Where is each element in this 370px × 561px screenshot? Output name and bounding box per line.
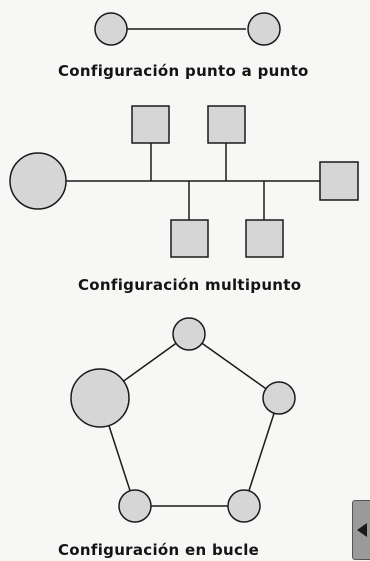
corner-scroll-button[interactable]	[352, 500, 370, 560]
multipoint-station-top-1	[131, 105, 170, 144]
loop-node-primary	[70, 368, 130, 428]
loop-node-bottom-left	[118, 489, 152, 523]
multipoint-station-bottom-2	[245, 219, 284, 258]
multipoint-station-bottom-1	[170, 219, 209, 258]
multipoint-station-right	[319, 161, 359, 201]
caption-loop: Configuración en bucle	[58, 541, 260, 559]
multipoint-station-top-2	[207, 105, 246, 144]
loop-node-top	[172, 317, 206, 351]
arrow-left-icon	[357, 523, 367, 537]
p2p-node-right	[247, 12, 281, 46]
loop-link-4	[243, 397, 280, 507]
loop-node-right	[262, 381, 296, 415]
loop-link-2	[188, 333, 280, 399]
multipoint-diagram	[9, 105, 359, 258]
point-to-point-diagram	[94, 12, 281, 46]
caption-point-to-point: Configuración punto a punto	[58, 62, 309, 80]
multipoint-primary-station	[9, 152, 67, 210]
loop-diagram	[70, 317, 296, 523]
p2p-node-left	[94, 12, 128, 46]
caption-multipoint: Configuración multipunto	[78, 276, 302, 294]
loop-node-bottom-right	[227, 489, 261, 523]
